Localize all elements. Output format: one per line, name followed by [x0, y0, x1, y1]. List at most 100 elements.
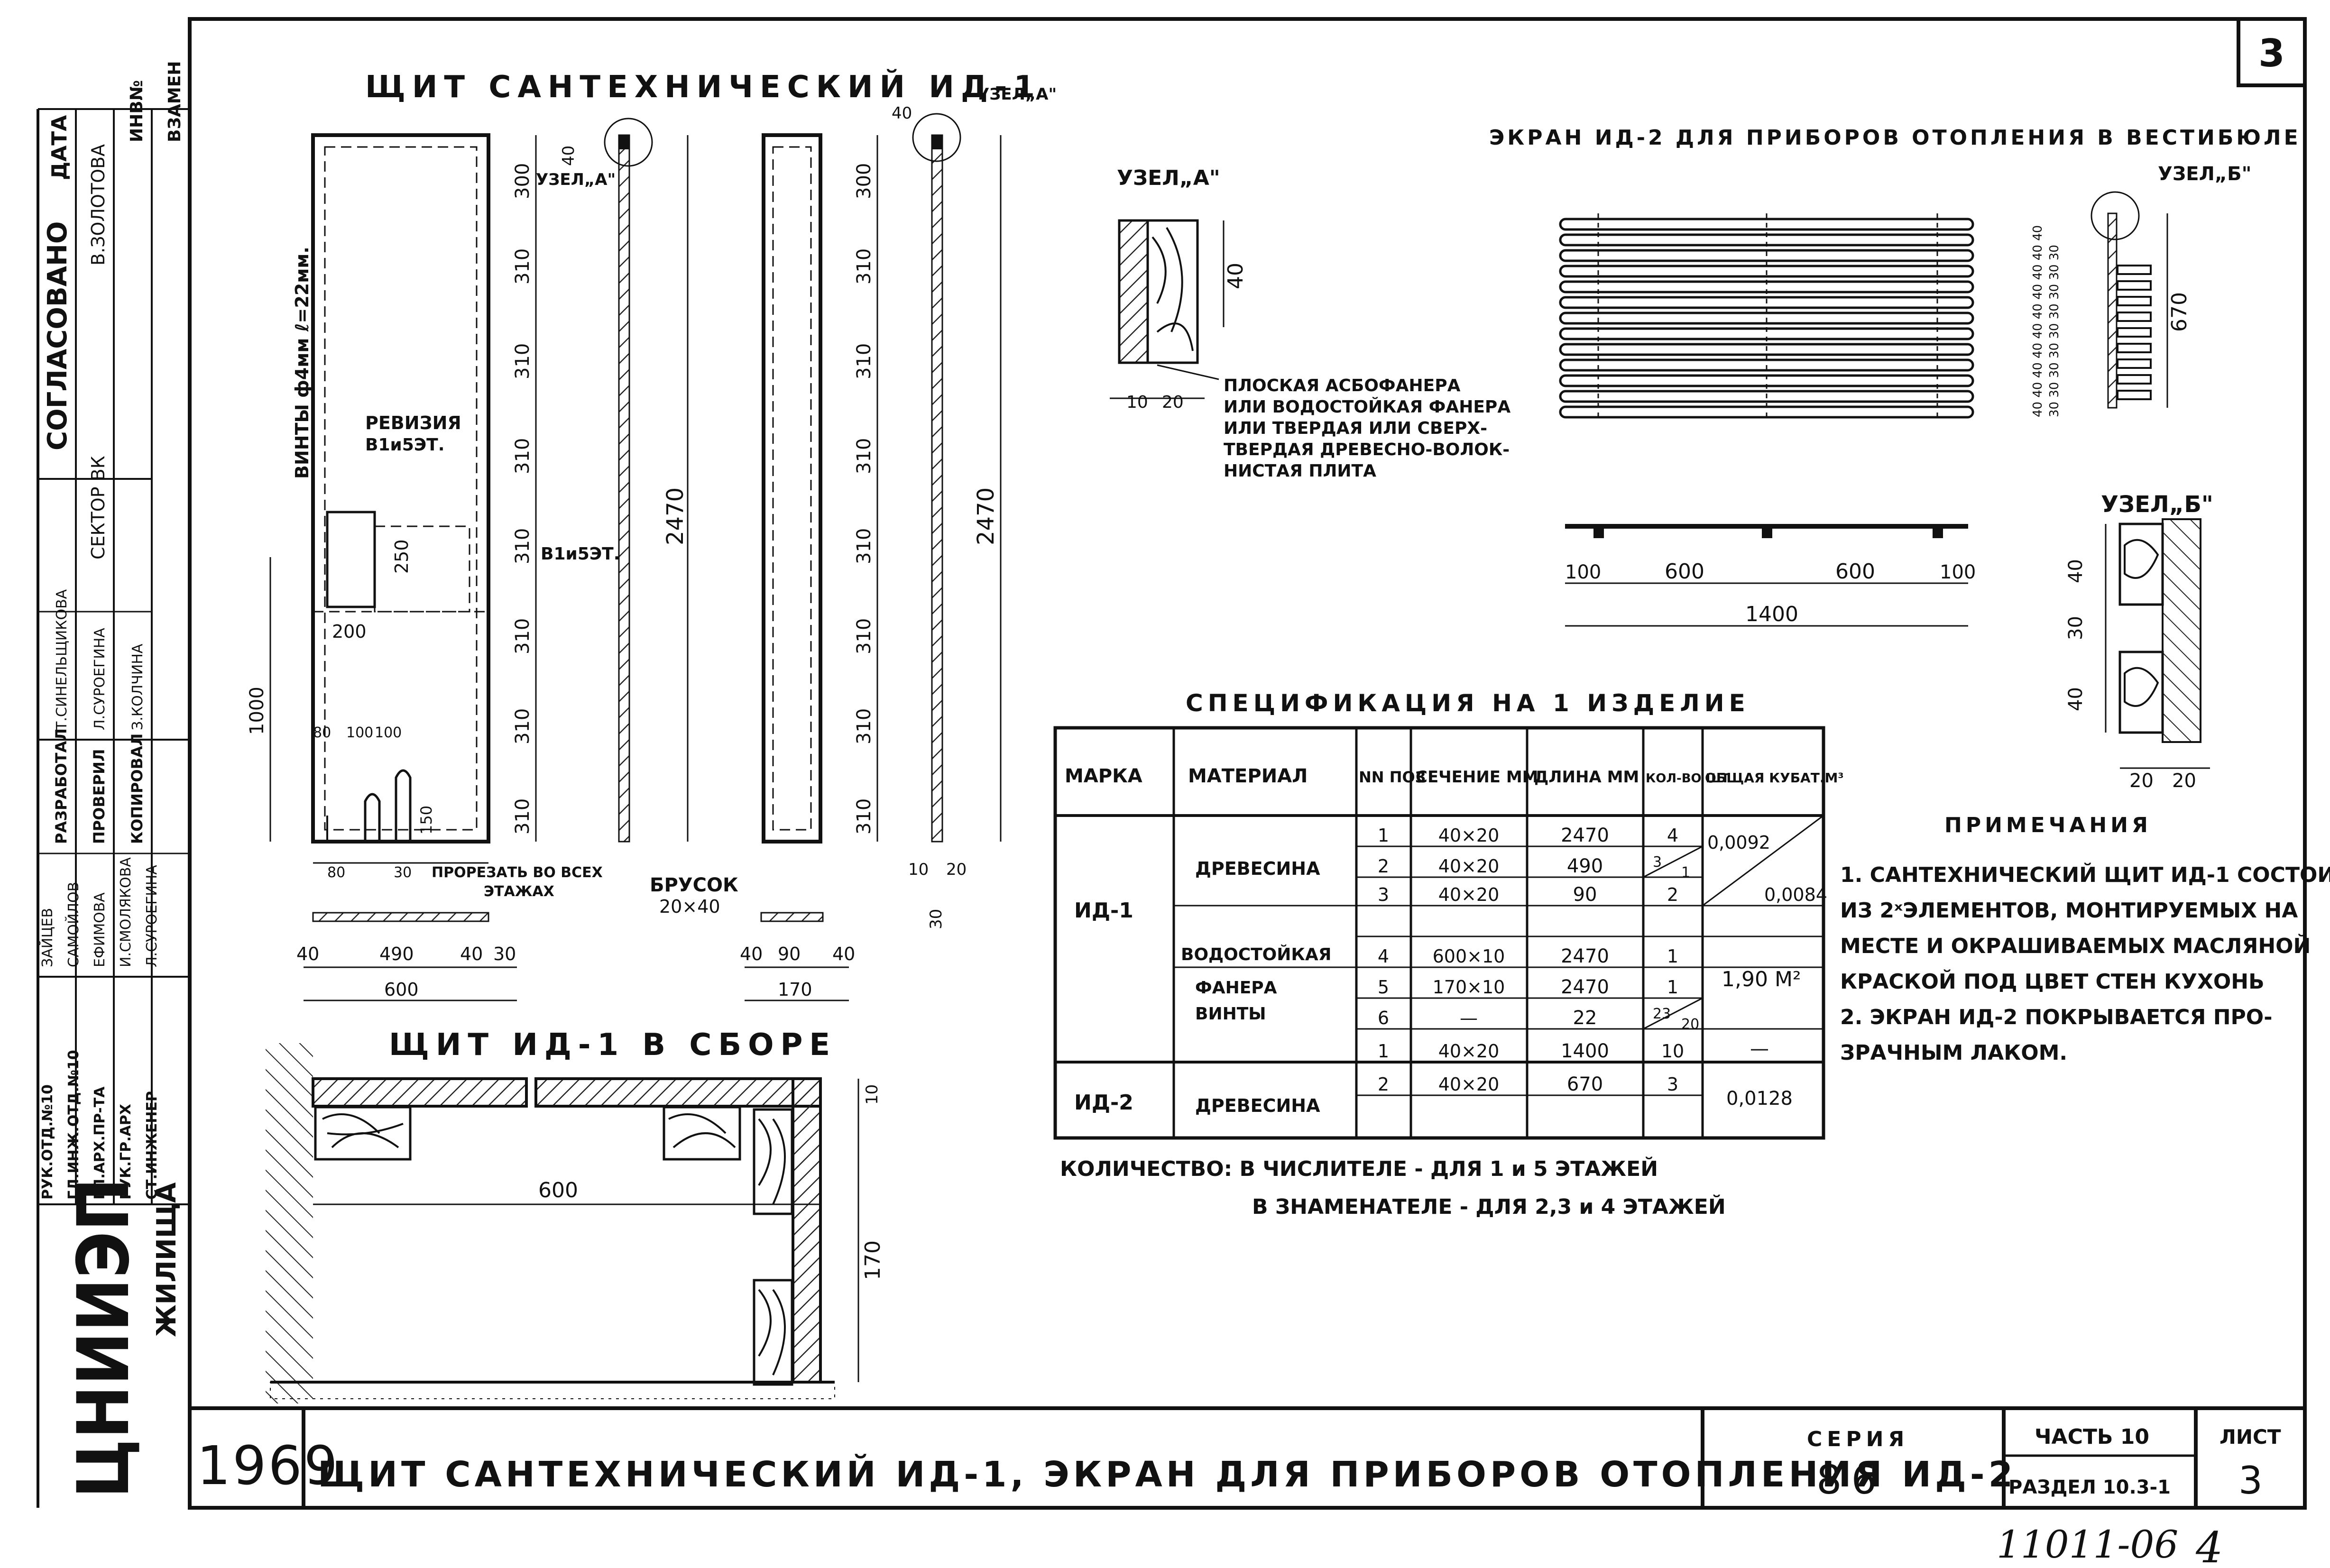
spec-cell-qty: 1 [1667, 977, 1678, 998]
spec-cell-length: 1400 [1561, 1040, 1609, 1062]
dim-40i: 40 [2065, 687, 2087, 711]
dim-40e: 40 [832, 944, 855, 964]
dim-30c: 30 [927, 909, 946, 929]
dim-310-3: 310 [512, 438, 534, 474]
dim-310-b7: 310 [853, 798, 875, 834]
dim-90: 90 [778, 944, 801, 964]
shield-plan-strip [312, 912, 489, 922]
material-note-4: ТВЕРДАЯ ДРЕВЕСНО-ВОЛОК- [1224, 440, 1510, 459]
dim-20b: 20 [1162, 393, 1184, 412]
dim-100d: 100 [1940, 561, 1976, 583]
spec-cell-pos: 5 [1378, 977, 1389, 998]
dim-40h: 40 [2065, 559, 2087, 583]
shield-assembly-title: ЩИТ ИД-1 В СБОРЕ [389, 1027, 837, 1063]
node-a-detail-title: УЗЕЛ„А" [1117, 166, 1220, 190]
spec-cell-qty: 3 [1667, 1074, 1678, 1095]
spec-cell-pos: 2 [1378, 1074, 1389, 1095]
revision-qty: В1и5ЭТ. [365, 435, 444, 455]
spec-mark-id1: ИД-1 [1074, 899, 1133, 923]
node-b-detail [2105, 518, 2210, 769]
dim-310-4: 310 [512, 528, 534, 564]
archive-sheet: 4 [2195, 1523, 2223, 1568]
spec-cell-length: 2470 [1561, 825, 1609, 846]
spec-cell-pos: 6 [1378, 1008, 1389, 1028]
spec-cell-pos: 3 [1378, 884, 1389, 905]
spec-volume-num: 0,0092 [1707, 832, 1770, 853]
dim-310-b6: 310 [853, 708, 875, 744]
dim-310-b1: 310 [853, 248, 875, 284]
dim-20d: 20 [2172, 770, 2196, 792]
material-note-2: ИЛИ ВОДОСТОЙКАЯ ФАНЕРА [1224, 397, 1510, 417]
spec-head-material: МАТЕРИАЛ [1188, 765, 1308, 787]
spec-cell-length: 670 [1567, 1073, 1603, 1095]
screen-slat-section [2117, 296, 2152, 306]
stamp-name-2: Л.СУРОЕГИНА [92, 628, 108, 730]
screen-slat [1559, 343, 1974, 356]
series-label: СЕРИЯ [1807, 1427, 1909, 1451]
sheet-label: ЛИСТ [2219, 1425, 2281, 1449]
spec-cell-length: 2470 [1561, 976, 1609, 998]
screen-side-section [2091, 191, 2168, 409]
material-note-1: ПЛОСКАЯ АСБОФАНЕРА [1224, 376, 1461, 395]
spec-head-section: СЕЧЕНИЕ ММ [1416, 768, 1538, 787]
dim-30: 30 [394, 864, 412, 881]
stamp-person-3: ЕФИМОВА [92, 892, 108, 967]
quantity-note-2: В ЗНАМЕНАТЕЛЕ - ДЛЯ 2,3 и 4 ЭТАЖЕЙ [1252, 1194, 1726, 1219]
spec-table [1053, 726, 1825, 1140]
material-note-3: ИЛИ ТВЕРДАЯ ИЛИ СВЕРХ- [1224, 419, 1487, 438]
dim-310-7: 310 [512, 798, 534, 834]
part-label: ЧАСТЬ 10 [2035, 1425, 2149, 1449]
dim-600d: 600 [1835, 559, 1875, 584]
spec-cell-qty-den: 1 [1681, 864, 1690, 881]
dim-310-5: 310 [512, 618, 534, 654]
dim-40a: 40 [296, 944, 319, 964]
dim-20: 20 [946, 860, 967, 879]
title-main: ЩИТ САНТЕХНИЧЕСКИЙ ИД-1, ЭКРАН ДЛЯ ПРИБО… [318, 1453, 2017, 1495]
spec-head-volume: ОБЩАЯ КУБАТ.М³ [1705, 770, 1844, 786]
spec-cell-qty-den: 20 [1681, 1016, 1699, 1033]
spec-cell-pos: 1 [1378, 825, 1389, 846]
screen-slat-section [2117, 327, 2152, 338]
stamp-name-3: З.КОЛЧИНА [129, 643, 146, 730]
stamp-role-1: РУК.ОТД.№10 [39, 1084, 56, 1200]
section-side-label: В1и5ЭТ. [541, 544, 620, 564]
spec-cell-length: 90 [1573, 884, 1597, 906]
spec-head-pos: NN ПОЗ [1359, 768, 1426, 786]
notes-line-3: МЕСТЕ И ОКРАШИВАЕМЫХ МАСЛЯНОЙ [1840, 933, 2311, 958]
spec-cell-section: 170×10 [1433, 977, 1505, 998]
node-b-detail-title: УЗЕЛ„Б" [2101, 491, 2213, 518]
spec-cell-qty: 4 [1667, 825, 1678, 846]
stamp-role-4: РУК.ГР.АРХ [118, 1104, 134, 1200]
spec-cell-section: — [1460, 1008, 1478, 1028]
dim-170a: 170 [778, 979, 812, 1000]
dim-170b: 170 [861, 1240, 885, 1280]
spec-cell-pos: 1 [1378, 1041, 1389, 1062]
node-b-label: УЗЕЛ„Б" [2158, 163, 2251, 185]
dim-80b: 80 [327, 864, 345, 881]
dim-2470-2: 2470 [973, 487, 999, 545]
stamp-person-5: Л.СУРОЕГИНА [144, 865, 160, 967]
notes-title: ПРИМЕЧАНИЯ [1944, 813, 2152, 837]
dim-30b: 30 [493, 944, 516, 964]
vzamen-label: ВЗАМЕН [165, 61, 184, 142]
notes-line-4: КРАСКОЙ ПОД ЦВЕТ СТЕН КУХОНЬ [1840, 969, 2265, 994]
spec-volume-screws: — [1750, 1038, 1769, 1060]
spec-cell-pos: 4 [1378, 946, 1389, 967]
dim-670: 670 [2167, 292, 2192, 332]
screen-slat [1559, 296, 1974, 309]
shield-title: ЩИТ САНТЕХНИЧЕСКИЙ ИД-1 [365, 69, 1041, 105]
shield-elevation-1 [311, 133, 490, 844]
screen-elevation [1559, 213, 1974, 419]
dim-310-1: 310 [512, 248, 534, 284]
org-logo: ЦНИИЭП [63, 1178, 145, 1498]
stamp-col-developed: РАЗРАБОТАЛ [52, 728, 70, 844]
title-year: 1969 [197, 1435, 340, 1497]
spec-head-length: ДЛИНА ММ [1534, 768, 1639, 787]
spec-mat-screws: ВИНТЫ [1195, 1004, 1266, 1024]
cut-note-2: ЭТАЖАХ [484, 883, 554, 900]
spec-cell-qty: 1 [1667, 946, 1678, 967]
dim-30d: 30 [2065, 616, 2087, 640]
archive-number: 11011-06 [1997, 1522, 2178, 1567]
screen-slat-section [2117, 390, 2152, 400]
